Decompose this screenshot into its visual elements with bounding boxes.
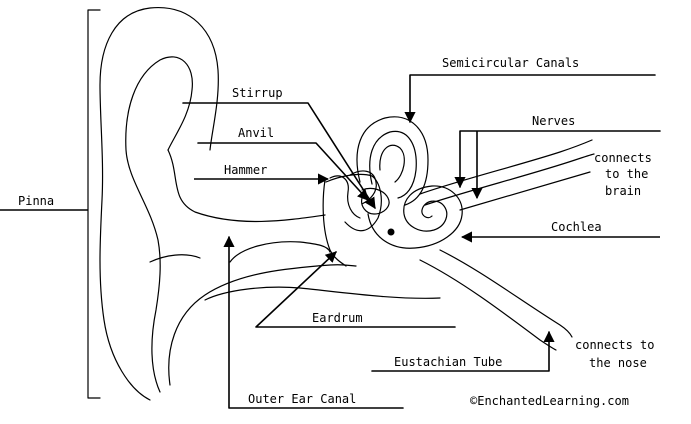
round-window: [387, 228, 395, 236]
hammer-bone: [329, 175, 361, 219]
eustachian-tube-lower: [419, 259, 557, 351]
label-semicircular-canals: Semicircular Canals: [442, 56, 579, 70]
canal-bottom: [168, 264, 357, 386]
label-connects-brain-2: to the: [605, 167, 648, 181]
stirrup-pointer: [182, 102, 376, 209]
semicircular-canals-pointer: [404, 74, 656, 124]
label-eardrum: Eardrum: [312, 311, 363, 325]
lobe-curve: [204, 286, 441, 301]
middle-ear-cavity: [325, 173, 382, 232]
outer-ear-canal-pointer: [223, 235, 404, 409]
label-connects-brain-3: brain: [605, 184, 641, 198]
eustachian-tube-upper: [439, 249, 573, 338]
label-hammer: Hammer: [224, 163, 267, 177]
cochlea-spiral: [367, 185, 463, 249]
pinna-inner: [125, 56, 193, 393]
nerve-middle: [424, 153, 595, 206]
label-eustachian-tube: Eustachian Tube: [394, 355, 502, 369]
label-cochlea: Cochlea: [551, 220, 602, 234]
canal-top: [167, 149, 326, 223]
eustachian-tube-pointer: [371, 330, 555, 372]
label-connects-nose-2: the nose: [589, 356, 647, 370]
eardrum-pointer: [255, 251, 456, 328]
labels: Pinna Semicircular Canals Stirrup Anvil …: [18, 56, 654, 408]
canal-loop-outer: [356, 116, 429, 206]
label-outer-ear-canal: Outer Ear Canal: [248, 392, 356, 406]
label-pinna: Pinna: [18, 194, 54, 208]
eardrum-membrane: [322, 179, 347, 267]
pinna-bracket: [87, 9, 101, 399]
tragus: [149, 254, 201, 263]
anvil-pointer: [197, 142, 369, 201]
label-stirrup: Stirrup: [232, 86, 283, 100]
stirrup-bone: [361, 187, 390, 215]
pinna-outer: [99, 7, 219, 401]
canal-loop-small: [379, 144, 405, 183]
label-nerves: Nerves: [532, 114, 575, 128]
label-anvil: Anvil: [238, 126, 274, 140]
label-connects-brain-1: connects: [594, 151, 652, 165]
nerves-pointer-1: [454, 130, 661, 189]
nerve-lower: [459, 171, 591, 211]
copyright-notice: ©EnchantedLearning.com: [470, 394, 629, 408]
label-lines: [0, 74, 661, 409]
canal-loop-inner: [369, 130, 417, 199]
nerve-upper: [419, 139, 593, 195]
concha-curve: [229, 241, 331, 263]
label-connects-nose-1: connects to: [575, 338, 654, 352]
